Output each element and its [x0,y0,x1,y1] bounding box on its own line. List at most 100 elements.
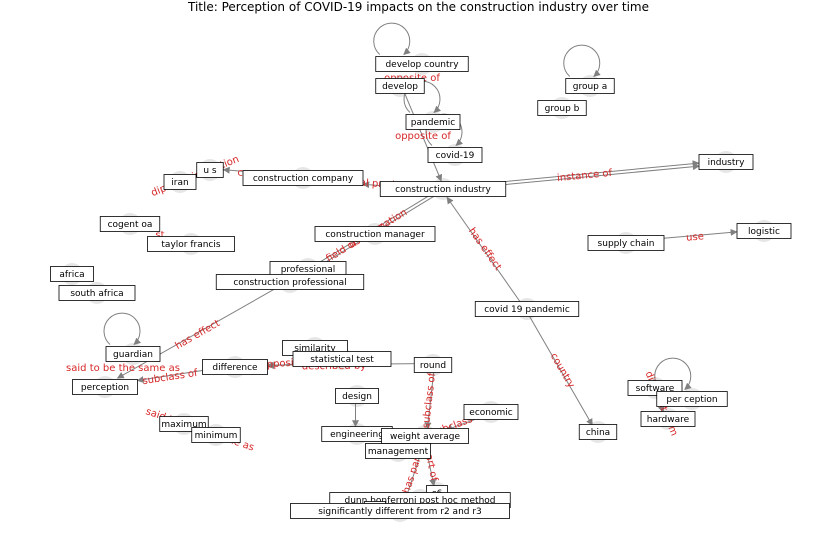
node-china: china [578,424,618,440]
edge-label: instance of [557,168,613,184]
edge-label: country [548,351,577,390]
node-box [50,266,94,282]
node-box [375,56,469,72]
node-label: engineering [330,430,384,440]
node-label: dunn bonferroni post hoc method [344,496,495,506]
node-statistical_test: statistical test [292,351,392,367]
node-label: economic [469,408,512,418]
node-box [163,174,197,190]
node-taylor_francis: taylor francis [147,236,235,252]
node-label: pandemic [411,118,455,128]
node-label: develop [382,82,418,92]
node-label: covid-19 [436,151,475,161]
node-label: maximum [161,420,206,430]
node-label: u s [203,166,217,176]
node-box [405,114,461,130]
node-iran: iran [163,174,197,190]
node-label: construction industry [395,185,491,195]
node-box [242,170,364,186]
node-label: hardware [647,415,690,425]
node-box [537,100,587,116]
node-covid19: covid-19 [427,147,483,163]
node-label: software [636,384,675,394]
node-label: develop country [385,60,459,70]
node-label: covid 19 pandemic [484,305,570,315]
node-logistic: logistic [736,223,792,239]
edge-covid19_pandemic-china [525,309,593,426]
node-industry: industry [698,154,754,170]
self-loop-per_ception [654,357,692,390]
node-label: guardian [113,350,153,360]
node-hardware: hardware [640,411,696,427]
node-label: supply chain [598,239,655,249]
node-perception: perception [72,379,138,395]
node-box [365,443,431,459]
node-south_africa: south africa [58,285,136,301]
node-minimum: minimum [191,427,241,443]
node-label: iran [171,178,188,188]
self-loop-develop_country [373,22,411,55]
node-label: professional [281,265,336,275]
node-box [191,427,241,443]
node-label: construction professional [233,278,346,288]
node-box [587,235,665,251]
node-label: china [586,428,610,438]
node-difference: difference [202,359,268,375]
node-label: logistic [748,227,780,237]
node-group_a: group a [565,78,615,94]
node-economic: economic [463,404,519,420]
node-covid19_pandemic: covid 19 pandemic [474,301,580,317]
self-loop-group_a [563,44,601,77]
node-construction_company: construction company [242,170,364,186]
node-label: construction company [253,174,354,184]
node-box [565,78,615,94]
node-box [379,181,507,197]
node-box [202,359,268,375]
edge-develop-construction_industry [400,85,443,182]
self-loop-label: said to be the same as [66,363,180,374]
node-box [427,147,483,163]
node-box [147,236,235,252]
node-guardian: guardian [105,346,161,362]
node-us: u s [196,162,224,178]
node-box [736,223,792,239]
node-weight_average: weight average [381,428,469,444]
node-label: taylor francis [161,240,220,250]
edge-label: has effect [466,226,503,273]
node-box [335,388,379,404]
node-develop: develop [375,78,425,94]
node-label: minimum [195,431,238,441]
node-label: similarity [294,344,336,354]
node-label: group a [573,82,608,92]
node-box [99,216,161,232]
node-group_b: group b [537,100,587,116]
stray-edge-label: st [155,230,164,241]
node-label: statistical test [310,355,374,365]
node-construction_manager: construction manager [314,226,436,242]
node-box [474,301,580,317]
node-label: group b [545,104,580,114]
node-box [656,391,728,407]
node-box [698,154,754,170]
node-label: per ception [666,395,717,405]
node-label: weight average [390,432,461,442]
node-construction_industry: construction industry [379,181,507,197]
diagram-title: Title: Perception of COVID-19 impacts on… [188,0,649,14]
node-label: industry [708,158,746,168]
node-label: significantly different from r2 and r3 [318,507,482,517]
node-label: construction manager [325,230,425,240]
edge-round-weight_average [424,365,435,430]
node-box [463,404,519,420]
node-box [58,285,136,301]
node-box [215,274,365,290]
node-design: design [335,388,379,404]
node-box [640,411,696,427]
node-box [375,78,425,94]
node-label: cogent oa [108,220,153,230]
node-label: south africa [70,289,123,299]
node-box [290,503,510,519]
node-box [196,162,224,178]
node-box [413,357,453,373]
node-label: round [420,361,446,371]
